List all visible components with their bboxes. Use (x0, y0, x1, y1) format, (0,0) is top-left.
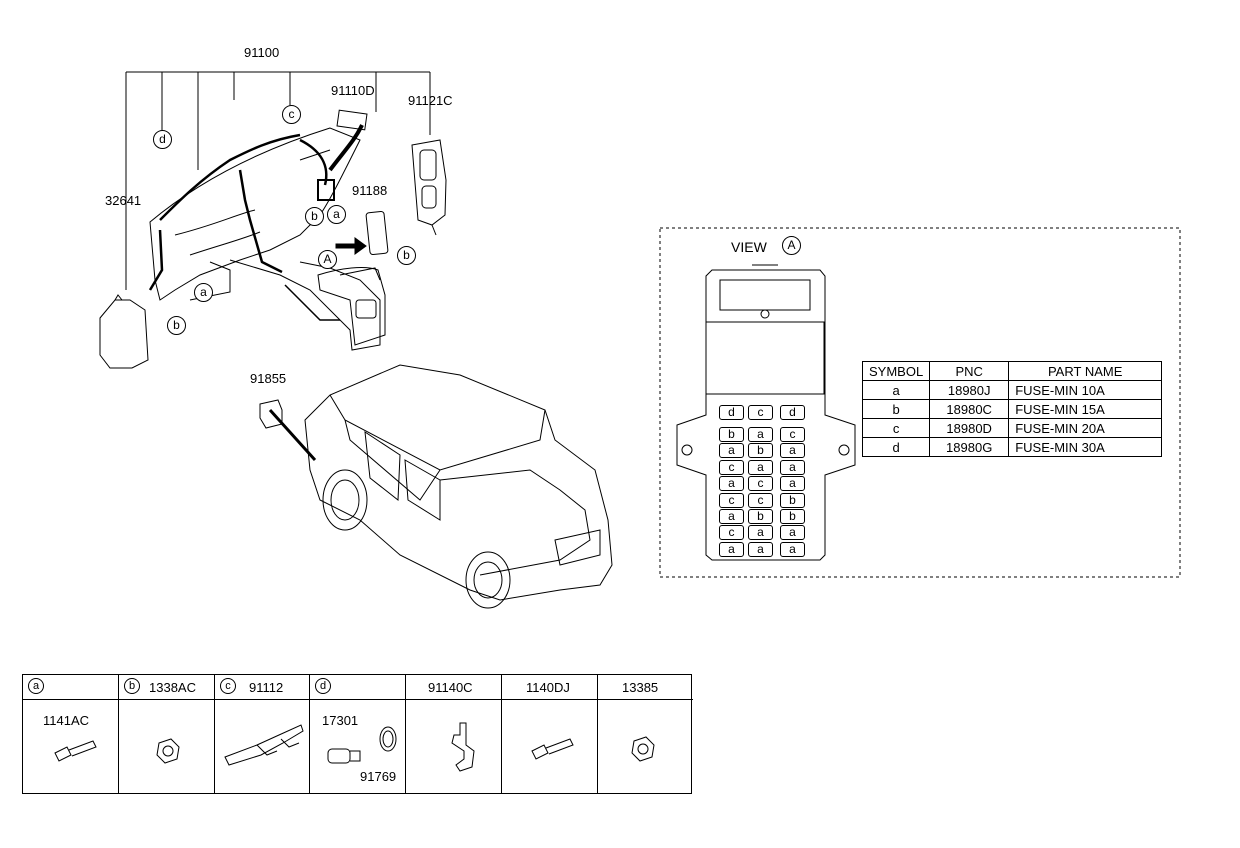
fuse-slot: d (719, 405, 744, 420)
harness-protector-icon (224, 724, 304, 766)
label-91188: 91188 (352, 183, 388, 198)
legend-header-symbol: SYMBOL (861, 361, 931, 381)
legend-pnc: 18980D (929, 418, 1010, 438)
callout-d: d (153, 130, 172, 149)
fuse-slot: a (719, 541, 744, 557)
parts-symbol: b (124, 678, 140, 694)
parts-symbol: d (315, 678, 331, 694)
legend-part-name: FUSE-MIN 10A (1008, 380, 1163, 400)
fuse-slot: d (780, 405, 805, 420)
fuse-slot: a (780, 459, 805, 475)
legend-symbol: c (861, 418, 931, 438)
callout-c: c (282, 105, 301, 124)
part-code: 91769 (360, 769, 397, 784)
part-code: 1140DJ (526, 680, 570, 695)
label-91855: 91855 (250, 371, 287, 386)
fuse-slot: c (748, 476, 773, 492)
fuse-slot: b (780, 509, 805, 524)
fuse-slot: a (748, 541, 773, 557)
label-91100: 91100 (244, 45, 280, 60)
grommet-icon (327, 726, 397, 764)
fuse-box-body (676, 269, 856, 561)
fuse-slot: c (748, 405, 773, 420)
callout-b: b (305, 207, 324, 226)
callout-b: b (397, 246, 416, 265)
fuse-slot: a (780, 476, 805, 492)
legend-pnc: 18980C (929, 399, 1010, 419)
parts-column-d: d 17301 91769 (310, 675, 406, 793)
nut-icon (631, 736, 655, 762)
legend-row: a 18980J FUSE-MIN 10A (861, 380, 1163, 400)
fuse-slot: a (780, 525, 805, 541)
part-code: 13385 (622, 680, 659, 695)
bolt-icon (531, 738, 574, 760)
bracket-icon (451, 722, 475, 772)
legend-row: b 18980C FUSE-MIN 15A (861, 399, 1163, 419)
bolt-icon (54, 740, 97, 762)
legend-pnc: 18980G (929, 437, 1010, 457)
fuse-slot: c (780, 427, 805, 442)
relay-91188 (365, 210, 389, 256)
parts-column-91140c: 91140C (406, 675, 502, 793)
fuse-slot: b (719, 427, 744, 442)
callout-A: A (318, 250, 337, 269)
box-91855 (259, 399, 283, 429)
fuse-slot: a (719, 443, 744, 459)
part-code: 1338AC (149, 680, 196, 695)
fuse-slot: c (719, 459, 744, 475)
legend-part-name: FUSE-MIN 20A (1008, 418, 1163, 438)
parts-table: a 1141AC b 1338AC c 91112 d 17301 91769 91… (22, 674, 693, 794)
fuse-slot: a (748, 525, 773, 541)
legend-symbol: d (861, 437, 931, 457)
bracket-32641 (99, 299, 149, 369)
legend-header-pnc: PNC (929, 361, 1010, 381)
view-marker: A (782, 236, 801, 255)
fuse-slot: a (780, 541, 805, 557)
callout-a: a (327, 205, 346, 224)
callout-b: b (167, 316, 186, 335)
part-code: 91140C (428, 680, 473, 695)
callout-a: a (194, 283, 213, 302)
legend-part-name: FUSE-MIN 15A (1008, 399, 1163, 419)
nut-icon (156, 738, 180, 764)
parts-column-1140dj: 1140DJ (502, 675, 598, 793)
legend-symbol: b (861, 399, 931, 419)
parts-column-c: c 91112 (215, 675, 310, 793)
parts-column-b: b 1338AC (119, 675, 215, 793)
fuse-slot: c (719, 492, 744, 508)
fuse-slot: c (719, 525, 744, 541)
legend-row: c 18980D FUSE-MIN 20A (861, 418, 1163, 438)
label-32641: 32641 (105, 193, 142, 208)
fuse-slot: b (780, 492, 805, 508)
parts-column-13385: 13385 (598, 675, 693, 793)
parts-column-a: a 1141AC (23, 675, 119, 793)
part-code: 17301 (322, 713, 359, 728)
label-91110D: 91110D (331, 83, 375, 98)
view-frame (659, 227, 1181, 578)
part-code: 91112 (249, 680, 284, 695)
fuse-slot: c (748, 492, 773, 508)
part-91121C (411, 139, 447, 226)
fuse-slot: a (719, 509, 744, 524)
view-title: VIEW (731, 239, 767, 255)
parts-symbol: a (28, 678, 44, 694)
fuse-slot: a (748, 427, 773, 442)
parts-symbol: c (220, 678, 236, 694)
label-91121C: 91121C (408, 93, 453, 108)
part-code: 1141AC (43, 713, 90, 728)
legend-row: d 18980G FUSE-MIN 30A (861, 437, 1163, 457)
fuse-slot: b (748, 443, 773, 459)
fuse-slot: a (748, 459, 773, 475)
legend-header-part-name: PART NAME (1008, 361, 1163, 381)
legend-pnc: 18980J (929, 380, 1010, 400)
fuse-slot: a (719, 476, 744, 492)
legend-part-name: FUSE-MIN 30A (1008, 437, 1163, 457)
legend-symbol: a (861, 380, 931, 400)
fuse-slot: b (748, 509, 773, 524)
fuse-legend-table: SYMBOL PNC PART NAME a 18980J FUSE-MIN 1… (861, 361, 1163, 457)
fuse-slot: a (780, 443, 805, 459)
dashboard-outline (149, 127, 361, 301)
